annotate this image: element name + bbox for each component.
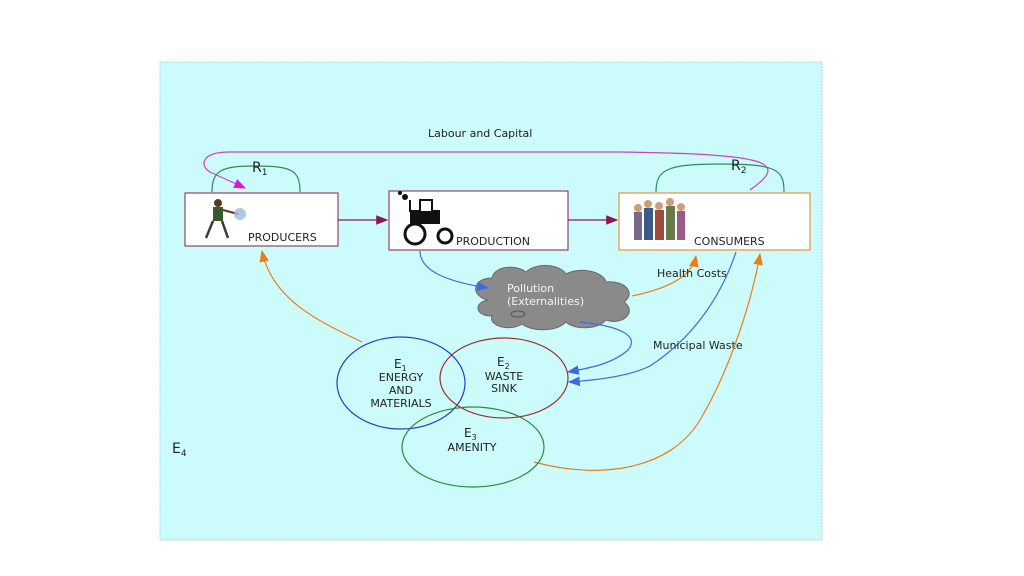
e3-text-line1: AMENITY: [448, 441, 497, 454]
production-to-pollution-arrow: [419, 250, 490, 292]
pollution-label-line2: (Externalities): [507, 295, 584, 308]
consumers-label: CONSUMERS: [694, 235, 765, 248]
e3-label: E3: [464, 426, 477, 442]
e2-label: E2: [497, 355, 510, 371]
e2-text-line1: WASTE: [485, 370, 524, 383]
labour-capital-label: Labour and Capital: [428, 127, 532, 140]
e1-label: E1: [394, 357, 407, 373]
producers-label: PRODUCERS: [248, 231, 317, 244]
pollution-to-waste-sink-arrow: [566, 321, 632, 375]
health-costs-label: Health Costs: [657, 267, 727, 280]
energy-to-producers-arrow: [259, 249, 363, 343]
amenity-to-consumers-arrow: [533, 252, 763, 471]
e2-waste-sink-circle: [439, 337, 569, 419]
pollution-cloud: [475, 265, 630, 331]
farmer-icon: [204, 199, 246, 239]
producers-box: [184, 192, 339, 247]
consumers-to-waste-sink-arrow: [567, 251, 737, 387]
r2-label: R2: [731, 158, 746, 176]
e4-label: E4: [172, 441, 187, 459]
e1-text-line2: AND: [389, 384, 413, 397]
r1-label: R1: [252, 160, 267, 178]
municipal-waste-label: Municipal Waste: [653, 339, 743, 352]
r2-loop: [655, 163, 785, 193]
people-group-icon: [634, 198, 685, 240]
e1-energy-circle: [336, 336, 466, 430]
e3-amenity-circle: [401, 406, 545, 488]
r1-loop: [211, 165, 301, 193]
pollution-label-line1: Pollution: [507, 282, 554, 295]
pollution-to-consumers-arrow: [631, 254, 699, 297]
tractor-icon: [398, 191, 454, 246]
e2-text-line2: SINK: [491, 382, 517, 395]
e1-text-line1: ENERGY: [379, 371, 424, 384]
labour-capital-arc: [203, 151, 769, 191]
production-label: PRODUCTION: [456, 235, 530, 248]
e1-text-line3: MATERIALS: [370, 397, 431, 410]
